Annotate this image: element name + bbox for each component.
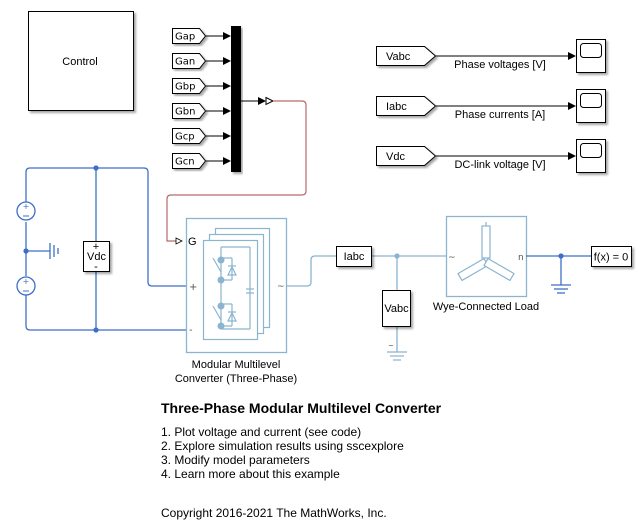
scope-screen-icon	[580, 93, 602, 108]
link-plot-voltage-current[interactable]: 1. Plot voltage and current (see code)	[161, 425, 362, 439]
gate-from-tag[interactable]: Gan	[172, 53, 207, 69]
gate-from-tag[interactable]: Gbp	[172, 78, 207, 94]
ground-icon-sensor[interactable]	[387, 351, 407, 361]
vdc-label: Vdc	[87, 251, 106, 263]
model-title: Three-Phase Modular Multilevel Converter	[161, 400, 442, 416]
solver-label: f(x) = 0	[594, 252, 629, 264]
scope-block[interactable]	[576, 89, 606, 123]
scope-block[interactable]	[576, 139, 606, 173]
ground-icon-neutral[interactable]	[551, 284, 571, 294]
scope-tag-label: Iabc	[386, 101, 407, 113]
control-block[interactable]: Control	[28, 11, 134, 111]
scope-from-tag[interactable]: Vabc	[376, 46, 437, 66]
gate-from-tag[interactable]: Gcp	[172, 128, 207, 144]
scope-tag-label: Vdc	[386, 151, 405, 163]
signal-label: Phase voltages [V]	[454, 59, 546, 71]
port-ac-label: ~	[277, 282, 285, 292]
gate-port-icon	[175, 237, 183, 245]
vdc-minus-port: -	[94, 261, 98, 273]
link-modify-parameters[interactable]: 3. Modify model parameters	[161, 453, 310, 467]
port-g-label: G	[188, 236, 197, 248]
mux-to-gate-connector-icon	[265, 96, 275, 106]
link-learn-more[interactable]: 4. Learn more about this example	[161, 467, 340, 481]
submodule-icon	[212, 246, 254, 330]
gate-from-tag[interactable]: Gcn	[172, 153, 207, 169]
neutral-wiring	[526, 253, 592, 285]
mux-block[interactable]	[231, 26, 241, 172]
ac-wiring	[287, 253, 446, 352]
dc-voltage-source-top[interactable]: +	[16, 201, 36, 221]
signal-label: DC-link voltage [V]	[454, 159, 545, 171]
scope-block[interactable]	[576, 39, 606, 73]
dc-voltage-source-bottom[interactable]: +	[16, 276, 36, 296]
load-port-ac-label: ~	[448, 253, 456, 263]
current-sensor-label: Iabc	[344, 251, 365, 263]
dc-wiring	[23, 165, 187, 333]
port-plus-label: +	[189, 282, 197, 293]
gate-from-tag[interactable]: Gbn	[172, 103, 207, 119]
control-label: Control	[62, 56, 97, 68]
scope-screen-icon	[580, 43, 602, 58]
modular-multilevel-converter-block[interactable]: G + - ~	[175, 217, 288, 354]
gate-tag-label: Gcn	[175, 157, 195, 168]
converter-label-line2: Converter (Three-Phase)	[175, 373, 297, 385]
voltage-sensor-block[interactable]: Vabc	[382, 290, 411, 327]
voltage-sensor-port-label: ~	[388, 342, 394, 350]
scope-tag-label: Vabc	[386, 51, 411, 63]
signal-label: Phase currents [A]	[455, 109, 546, 121]
gate-tag-label: Gan	[175, 57, 195, 68]
current-sensor-block[interactable]: Iabc	[336, 246, 372, 267]
vdc-plus-port: +	[93, 241, 99, 253]
solver-configuration-block[interactable]: f(x) = 0	[591, 246, 632, 267]
wye-connected-load-block[interactable]: ~ n	[445, 215, 528, 298]
gate-tag-label: Gbp	[175, 82, 195, 93]
voltage-sensor-label: Vabc	[384, 303, 409, 315]
annotation-block: Three-Phase Modular Multilevel Converter…	[161, 400, 441, 520]
link-explore-sscexplore[interactable]: 2. Explore simulation results using ssce…	[161, 439, 404, 453]
vdc-voltage-sensor[interactable]: + Vdc -	[83, 241, 110, 273]
wye-load-icon	[457, 222, 515, 282]
scope-from-tag[interactable]: Iabc	[376, 96, 437, 116]
gate-signal-line	[166, 100, 307, 242]
plus-sign: +	[23, 277, 30, 286]
plus-sign: +	[23, 202, 30, 211]
load-port-n-label: n	[518, 253, 524, 263]
scope-from-tag[interactable]: Vdc	[376, 146, 437, 166]
converter-label-line1: Modular Multilevel	[192, 359, 281, 371]
scope-screen-icon	[580, 143, 602, 158]
load-label: Wye-Connected Load	[433, 301, 539, 313]
gate-tag-label: Gcp	[175, 132, 195, 143]
electrical-ground-icon[interactable]	[49, 243, 59, 259]
gate-tag-label: Gbn	[175, 107, 195, 118]
gate-from-tag[interactable]: Gap	[172, 28, 207, 44]
port-minus-label: -	[189, 325, 193, 336]
copyright: Copyright 2016-2021 The MathWorks, Inc.	[161, 506, 387, 520]
gate-tag-label: Gap	[175, 32, 195, 43]
